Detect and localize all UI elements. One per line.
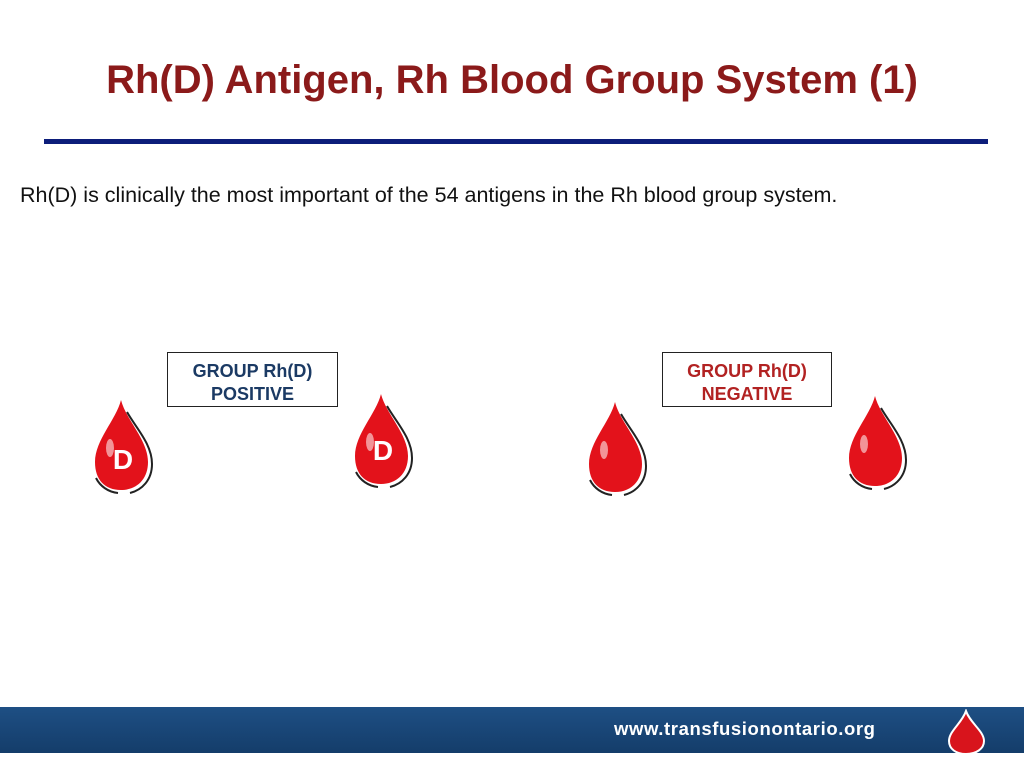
group-positive-label: GROUP Rh(D) POSITIVE: [167, 352, 338, 407]
group-negative-line2: NEGATIVE: [701, 384, 793, 404]
group-negative-line1: GROUP Rh(D): [687, 361, 807, 381]
footer-bar: [0, 707, 1024, 753]
blood-drop-d-icon: D: [95, 400, 154, 494]
body-text: Rh(D) is clinically the most important o…: [20, 183, 838, 207]
title-underline: [44, 139, 988, 144]
blood-drop-d-icon: D: [355, 394, 414, 488]
group-positive-line2: POSITIVE: [210, 384, 295, 404]
group-negative-label: GROUP Rh(D) NEGATIVE: [662, 352, 832, 407]
blood-drop-icon: [849, 396, 908, 490]
blood-drop-icon: [589, 402, 648, 496]
footer-url[interactable]: www.transfusionontario.org: [614, 718, 876, 739]
group-positive-line1: GROUP Rh(D): [192, 361, 313, 381]
drop-letter-1: D: [113, 444, 133, 475]
slide-title: Rh(D) Antigen, Rh Blood Group System (1): [106, 58, 918, 102]
transfusion-drop-logo: [947, 709, 986, 755]
drop-letter-2: D: [373, 435, 393, 466]
